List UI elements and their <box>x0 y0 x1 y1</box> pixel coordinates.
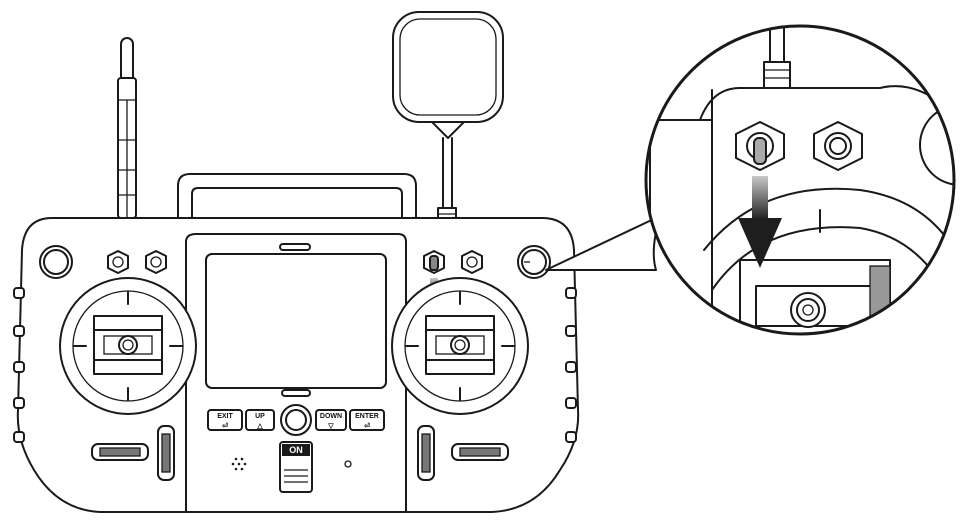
enter-button[interactable]: ENTER ⏎ <box>349 409 385 431</box>
gimbal-icon <box>118 335 138 355</box>
speaker-icon <box>231 457 247 471</box>
svg-text:△: △ <box>256 423 263 430</box>
down-button[interactable]: DOWN ▽ <box>315 409 347 431</box>
left-knob[interactable] <box>39 245 73 279</box>
left-gimbal[interactable] <box>59 277 197 415</box>
right-gimbal[interactable] <box>391 277 529 415</box>
up-button[interactable]: UP △ <box>245 409 275 431</box>
switch-nut-2[interactable] <box>145 250 167 274</box>
switch-nut-1[interactable] <box>107 250 129 274</box>
indicator-light <box>344 460 352 468</box>
svg-text:EXIT: EXIT <box>217 413 233 420</box>
right-vertical-trim[interactable] <box>417 425 435 481</box>
svg-text:ENTER: ENTER <box>355 413 379 420</box>
gimbal-icon <box>790 292 826 328</box>
panel-antenna-icon <box>392 11 504 231</box>
svg-text:⏎: ⏎ <box>363 422 370 430</box>
lcd-screen <box>205 253 387 389</box>
antenna-icon <box>117 37 137 219</box>
center-dial[interactable] <box>280 404 312 436</box>
switch-nut-4[interactable] <box>461 250 483 274</box>
svg-text:ON: ON <box>289 445 303 455</box>
svg-text:▽: ▽ <box>327 423 334 430</box>
svg-text:UP: UP <box>255 413 265 420</box>
right-horizontal-trim[interactable] <box>451 443 509 461</box>
exit-button[interactable]: EXIT ⏎ <box>207 409 243 431</box>
toggle-switch-icon[interactable] <box>423 250 445 274</box>
arrow-down-icon <box>738 176 782 268</box>
left-horizontal-trim[interactable] <box>91 443 149 461</box>
zoom-callout <box>644 24 956 336</box>
left-vertical-trim[interactable] <box>157 425 175 481</box>
power-switch[interactable]: ON <box>279 441 313 493</box>
gimbal-icon <box>450 335 470 355</box>
right-knob[interactable] <box>517 245 551 279</box>
svg-text:DOWN: DOWN <box>320 413 342 420</box>
svg-text:⏎: ⏎ <box>221 422 228 430</box>
